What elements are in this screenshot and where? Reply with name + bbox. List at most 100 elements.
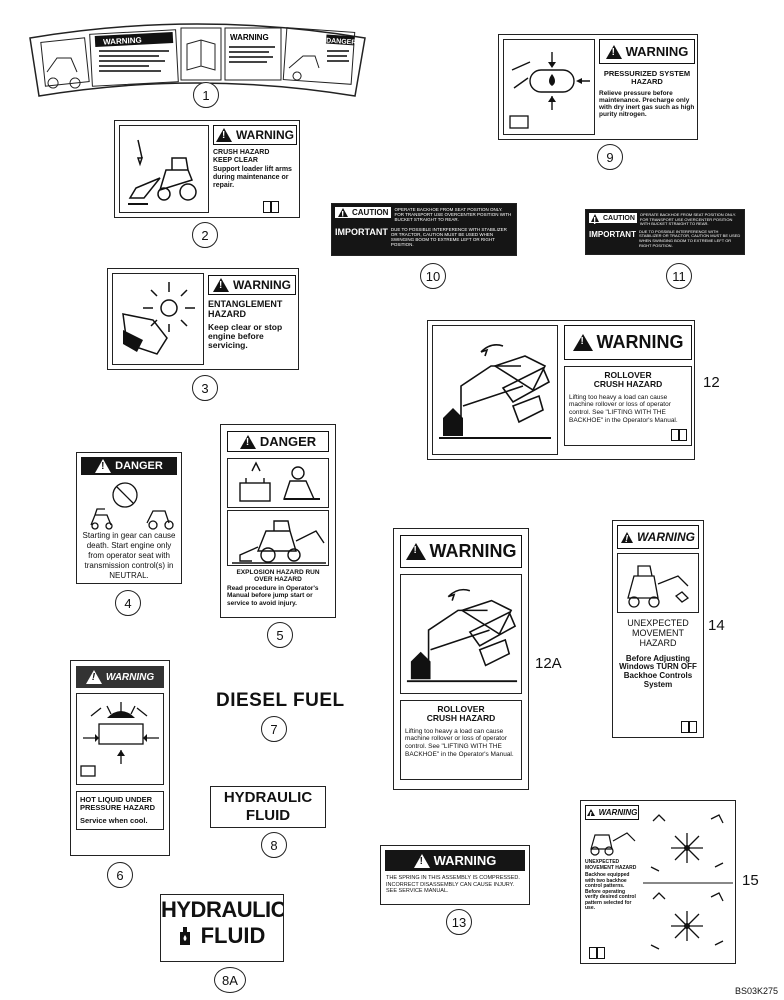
decal-2-header: WARNING xyxy=(213,125,297,145)
decal-12-body: Lifting too heavy a load can cause machi… xyxy=(569,393,678,425)
decal-11-caution-row: CAUTION OPERATE BACKHOE FROM SEAT POSITI… xyxy=(589,212,741,227)
decal-12a-header: WARNING xyxy=(400,535,522,568)
decal-12a-title: ROLLOVER CRUSH HAZARD xyxy=(426,704,496,724)
decal-10-important-label: IMPORTANT xyxy=(335,226,388,237)
decal-13-header-text: WARNING xyxy=(433,853,497,868)
decal-12: WARNING ROLLOVER CRUSH HAZARD Lifting to… xyxy=(427,320,695,460)
warning-triangle-icon xyxy=(413,853,430,868)
callout-6: 6 xyxy=(107,862,133,888)
manual-book-icon xyxy=(671,429,687,441)
callout-1: 1 xyxy=(193,82,219,108)
decal-12a-text-box: ROLLOVER CRUSH HAZARD Lifting too heavy … xyxy=(400,700,522,780)
decal-8a-row-2: FLUID xyxy=(161,923,283,949)
decal-10-caution-text: CAUTION xyxy=(352,208,389,217)
callout-9: 9 xyxy=(597,144,623,170)
decal-6-body: Service when cool. xyxy=(80,815,148,825)
decal-3-header: WARNING xyxy=(208,275,296,295)
decal-6: WARNING HOT LIQUID UNDER PRESSURE HAZARD… xyxy=(70,660,170,856)
decal-6-header: WARNING xyxy=(76,666,164,688)
decal-11: CAUTION OPERATE BACKHOE FROM SEAT POSITI… xyxy=(585,209,745,255)
decal-15-control-patterns xyxy=(643,814,733,950)
decal-15: WARNING UNEXPECTED MOVEMENT HAZARD Backh… xyxy=(580,800,736,964)
decal-11-caution-label: CAUTION xyxy=(589,213,637,227)
decal-5: DANGER EXPLOSION HAZARD RUN OVER HAZARD … xyxy=(220,424,336,618)
decal-11-important-row: IMPORTANT DUE TO POSSIBLE INTERFERENCE W… xyxy=(589,228,741,248)
decal-11-important-body: DUE TO POSSIBLE INTERFERENCE WITH STABIL… xyxy=(638,228,741,248)
decal-15-left-panel: WARNING UNEXPECTED MOVEMENT HAZARD Backh… xyxy=(585,805,639,912)
warning-triangle-icon xyxy=(605,44,622,59)
decal-5-header-text: DANGER xyxy=(259,434,317,449)
decal-14-header: WARNING xyxy=(617,525,699,549)
warning-triangle-icon xyxy=(621,531,633,545)
decal-8a-line-2: FLUID xyxy=(200,923,266,948)
decal-3-body: Keep clear or stop engine before servici… xyxy=(208,321,283,351)
decal-11-caution-text: CAUTION xyxy=(603,214,635,222)
decal-5-battery-pictogram xyxy=(227,458,329,508)
decal-15-backhoe-pictogram xyxy=(590,832,636,856)
decal-2: WARNING CRUSH HAZARD KEEP CLEAR Support … xyxy=(114,120,300,218)
decal-10-caution-row: CAUTION OPERATE BACKHOE FROM SEAT POSITI… xyxy=(335,207,513,223)
decal-13-body: THE SPRING IN THIS ASSEMBLY IS COMPRESSE… xyxy=(386,875,520,895)
decal-1-warning: WARNING xyxy=(103,36,142,47)
decal-4-body: Starting in gear can cause death. Start … xyxy=(82,531,176,580)
decal-8a-line-1: HYDRAULIC xyxy=(161,897,284,922)
decal-2-header-text: WARNING xyxy=(236,128,294,142)
decal-14-title: UNEXPECTED MOVEMENT HAZARD xyxy=(627,618,689,648)
decal-11-important-label: IMPORTANT xyxy=(589,229,636,239)
warning-triangle-icon xyxy=(216,128,232,142)
label-14: 14 xyxy=(708,617,725,634)
decal-12-text-box: ROLLOVER CRUSH HAZARD Lifting too heavy … xyxy=(564,366,692,446)
decal-4-start-pictogram xyxy=(90,482,174,530)
decal-6-header-text: WARNING xyxy=(105,671,155,683)
caution-triangle-icon xyxy=(591,214,599,227)
decal-3-header-text: WARNING xyxy=(233,278,291,292)
decal-8-line-1: HYDRAULIC xyxy=(223,789,313,806)
decal-6-radiator-pictogram xyxy=(76,693,164,785)
decal-12-text-panel: WARNING ROLLOVER CRUSH HAZARD Lifting to… xyxy=(564,325,692,446)
danger-triangle-icon xyxy=(239,434,256,449)
decal-8-line-2: FLUID xyxy=(245,807,291,824)
decal-14-header-text: WARNING xyxy=(637,530,695,544)
decal-5-header: DANGER xyxy=(227,431,329,452)
decal-10-important-body: DUE TO POSSIBLE INTERFERENCE WITH STABIL… xyxy=(390,226,507,248)
callout-8a: 8A xyxy=(214,967,246,993)
decal-5-backhoe-pictogram xyxy=(227,510,329,566)
decal-11-caution-body: OPERATE BACKHOE FROM SEAT POSITION ONLY.… xyxy=(639,212,736,227)
oil-can-icon xyxy=(179,927,190,945)
decal-10: CAUTION OPERATE BACKHOE FROM SEAT POSITI… xyxy=(331,203,517,256)
callout-11: 11 xyxy=(666,263,692,289)
callout-4: 4 xyxy=(115,590,141,616)
warning-triangle-icon xyxy=(586,809,595,822)
decal-15-body: Backhoe equipped with two backhoe contro… xyxy=(585,872,636,911)
decal-8a: HYDRAULIC FLUID xyxy=(160,894,284,962)
decal-12a-header-text: WARNING xyxy=(429,541,517,561)
decal-12-header: WARNING xyxy=(564,325,692,360)
decal-9-text-panel: WARNING PRESSURIZED SYSTEM HAZARD Reliev… xyxy=(599,39,695,118)
decal-13: WARNING THE SPRING IN THIS ASSEMBLY IS C… xyxy=(380,845,530,905)
decal-9-header-text: WARNING xyxy=(625,44,689,59)
decal-12a-body: Lifting too heavy a load can cause machi… xyxy=(405,727,514,759)
decal-9-header: WARNING xyxy=(599,39,695,64)
callout-5: 5 xyxy=(267,622,293,648)
decal-9-body: Relieve pressure before maintenance. Pre… xyxy=(599,89,695,118)
decal-7-diesel-fuel: DIESEL FUEL xyxy=(216,690,345,711)
decal-12a-rollover-pictogram xyxy=(400,574,522,694)
decal-6-text-box: HOT LIQUID UNDER PRESSURE HAZARD Service… xyxy=(76,791,164,830)
decal-10-caution-label: CAUTION xyxy=(335,207,392,221)
decal-8: HYDRAULIC FLUID xyxy=(210,786,326,828)
decal-3: WARNING ENTANGLEMENT HAZARD Keep clear o… xyxy=(107,268,299,370)
decal-9: WARNING PRESSURIZED SYSTEM HAZARD Reliev… xyxy=(498,34,698,140)
decal-14-body: Before Adjusting Windows TURN OFF Backho… xyxy=(619,653,697,690)
decal-2-title: CRUSH HAZARD KEEP CLEAR xyxy=(213,149,270,164)
warning-triangle-icon xyxy=(405,543,426,560)
decal-13-header: WARNING xyxy=(385,850,525,871)
decal-4: DANGER Starting in gear can cause death.… xyxy=(76,452,182,584)
decal-9-accumulator-pictogram xyxy=(503,39,595,135)
decal-4-header: DANGER xyxy=(81,457,177,475)
decal-4-header-text: DANGER xyxy=(115,460,163,472)
manual-book-icon xyxy=(681,721,697,733)
decal-6-title: HOT LIQUID UNDER PRESSURE HAZARD xyxy=(80,795,156,813)
callout-8: 8 xyxy=(261,832,287,858)
decal-10-important-row: IMPORTANT DUE TO POSSIBLE INTERFERENCE W… xyxy=(335,227,513,248)
